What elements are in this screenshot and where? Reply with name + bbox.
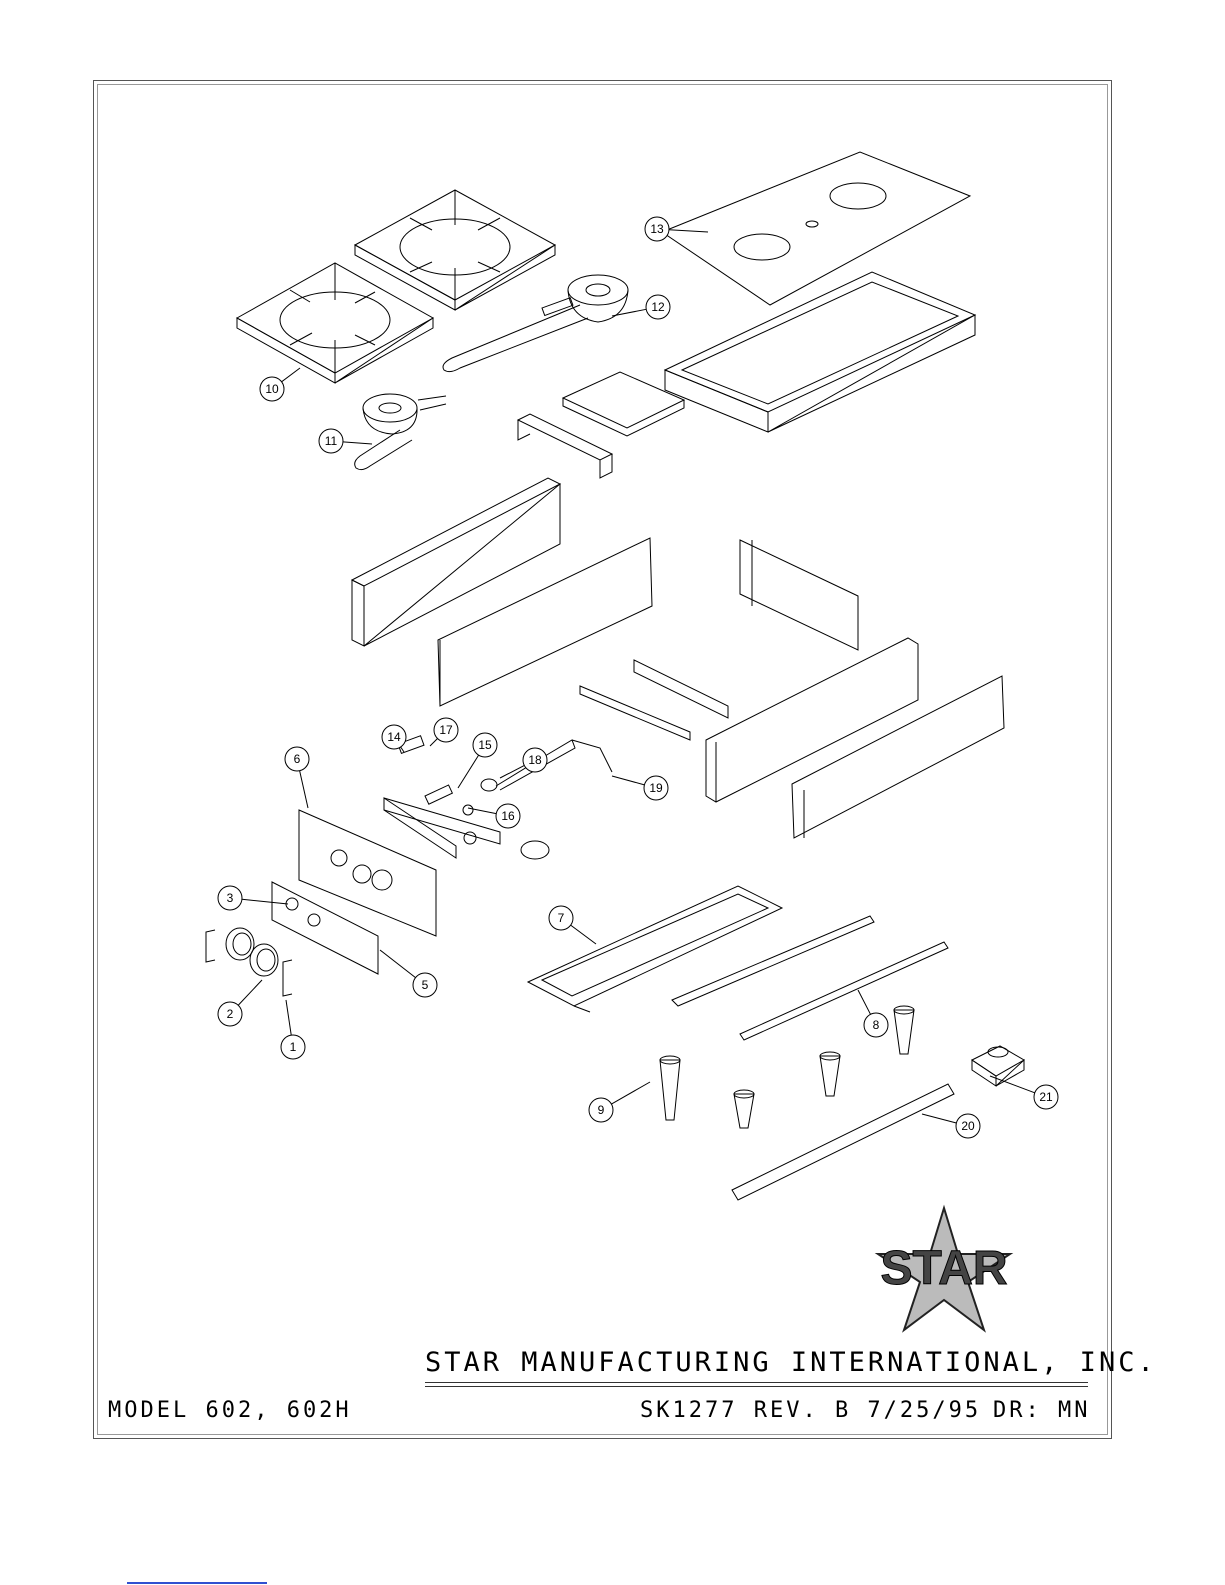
part-burner-bracket bbox=[518, 372, 684, 478]
callout-leader bbox=[669, 230, 708, 232]
callout-10: 10 bbox=[260, 368, 300, 401]
star-logo-graphic: STAR bbox=[878, 1208, 1010, 1330]
callout-number: 6 bbox=[294, 752, 301, 766]
callout-14: 14 bbox=[382, 725, 406, 752]
callout-number: 9 bbox=[598, 1103, 605, 1117]
callout-17: 17 bbox=[430, 718, 458, 746]
callout-number: 7 bbox=[558, 911, 565, 925]
part-control-panels bbox=[272, 810, 436, 974]
part-burner-front bbox=[355, 394, 446, 470]
callout-leader bbox=[990, 1076, 1035, 1093]
callout-leader bbox=[286, 1000, 291, 1035]
part-manifold bbox=[384, 736, 612, 859]
star-logo-text: STAR bbox=[880, 1242, 1007, 1295]
callout-8: 8 bbox=[858, 990, 888, 1037]
callout-9: 9 bbox=[589, 1082, 650, 1122]
part-grates bbox=[237, 190, 555, 383]
callout-number: 19 bbox=[649, 781, 663, 795]
callout-15: 15 bbox=[458, 733, 497, 788]
callout-number: 20 bbox=[961, 1119, 975, 1133]
part-top-plate bbox=[662, 152, 970, 305]
drawn-by: DR: MN bbox=[993, 1398, 1090, 1423]
callout-7: 7 bbox=[549, 906, 596, 944]
footer-link-underline[interactable] bbox=[127, 1582, 267, 1584]
part-rails bbox=[672, 916, 948, 1040]
callout-number: 15 bbox=[478, 738, 492, 752]
part-crumb-tray bbox=[528, 886, 782, 1012]
callout-13: 13 bbox=[645, 217, 708, 241]
callout-5: 5 bbox=[380, 950, 437, 997]
callout-leader bbox=[282, 368, 300, 382]
callout-number: 17 bbox=[439, 723, 453, 737]
callout-number: 16 bbox=[501, 809, 515, 823]
callout-number: 21 bbox=[1039, 1090, 1053, 1104]
callout-leader bbox=[242, 899, 288, 904]
callout-number: 3 bbox=[227, 891, 234, 905]
callout-20: 20 bbox=[922, 1114, 980, 1138]
callout-number: 13 bbox=[650, 222, 664, 236]
model-number: MODEL 602, 602H bbox=[108, 1398, 352, 1423]
part-drip-tray bbox=[665, 272, 975, 432]
callout-leader bbox=[612, 776, 644, 785]
callout-number: 5 bbox=[422, 978, 429, 992]
callout-leader bbox=[380, 950, 416, 978]
callout-leader bbox=[611, 1082, 650, 1104]
part-regulator bbox=[972, 1046, 1024, 1086]
callout-leader bbox=[612, 309, 646, 316]
callout-number: 8 bbox=[873, 1018, 880, 1032]
callout-11: 11 bbox=[319, 429, 372, 453]
callout-number: 18 bbox=[528, 753, 542, 767]
callout-number: 14 bbox=[387, 730, 401, 744]
callout-leader bbox=[300, 771, 308, 808]
callout-18: 18 bbox=[500, 748, 547, 778]
callout-number: 11 bbox=[325, 434, 338, 448]
company-underline bbox=[425, 1382, 1088, 1383]
callout-leader bbox=[458, 755, 479, 788]
callout-leader bbox=[922, 1114, 956, 1123]
callout-number: 12 bbox=[651, 300, 665, 314]
callout-6: 6 bbox=[285, 747, 309, 808]
part-pipe bbox=[732, 1084, 954, 1200]
callout-3: 3 bbox=[218, 886, 288, 910]
callout-leader bbox=[430, 738, 438, 746]
callout-number: 10 bbox=[265, 382, 279, 396]
company-name: STAR MANUFACTURING INTERNATIONAL, INC. bbox=[425, 1347, 1157, 1378]
callout-19: 19 bbox=[612, 776, 668, 800]
callout-leader bbox=[343, 442, 372, 444]
part-knobs bbox=[206, 928, 292, 996]
callout-number: 2 bbox=[227, 1007, 234, 1021]
company-underline-2 bbox=[425, 1386, 1088, 1387]
callout-21: 21 bbox=[990, 1076, 1058, 1109]
drawing-reference: SK1277 REV. B 7/25/95 bbox=[640, 1398, 981, 1423]
callout-12: 12 bbox=[612, 295, 670, 319]
callout-1: 1 bbox=[281, 1000, 305, 1059]
callout-number: 1 bbox=[290, 1040, 297, 1054]
callout-2: 2 bbox=[218, 980, 262, 1026]
part-burner-rear bbox=[443, 275, 628, 372]
callout-leader bbox=[858, 990, 871, 1014]
callout-leader bbox=[238, 980, 262, 1005]
callout-leader bbox=[571, 925, 596, 944]
part-body-panels bbox=[352, 478, 1004, 838]
